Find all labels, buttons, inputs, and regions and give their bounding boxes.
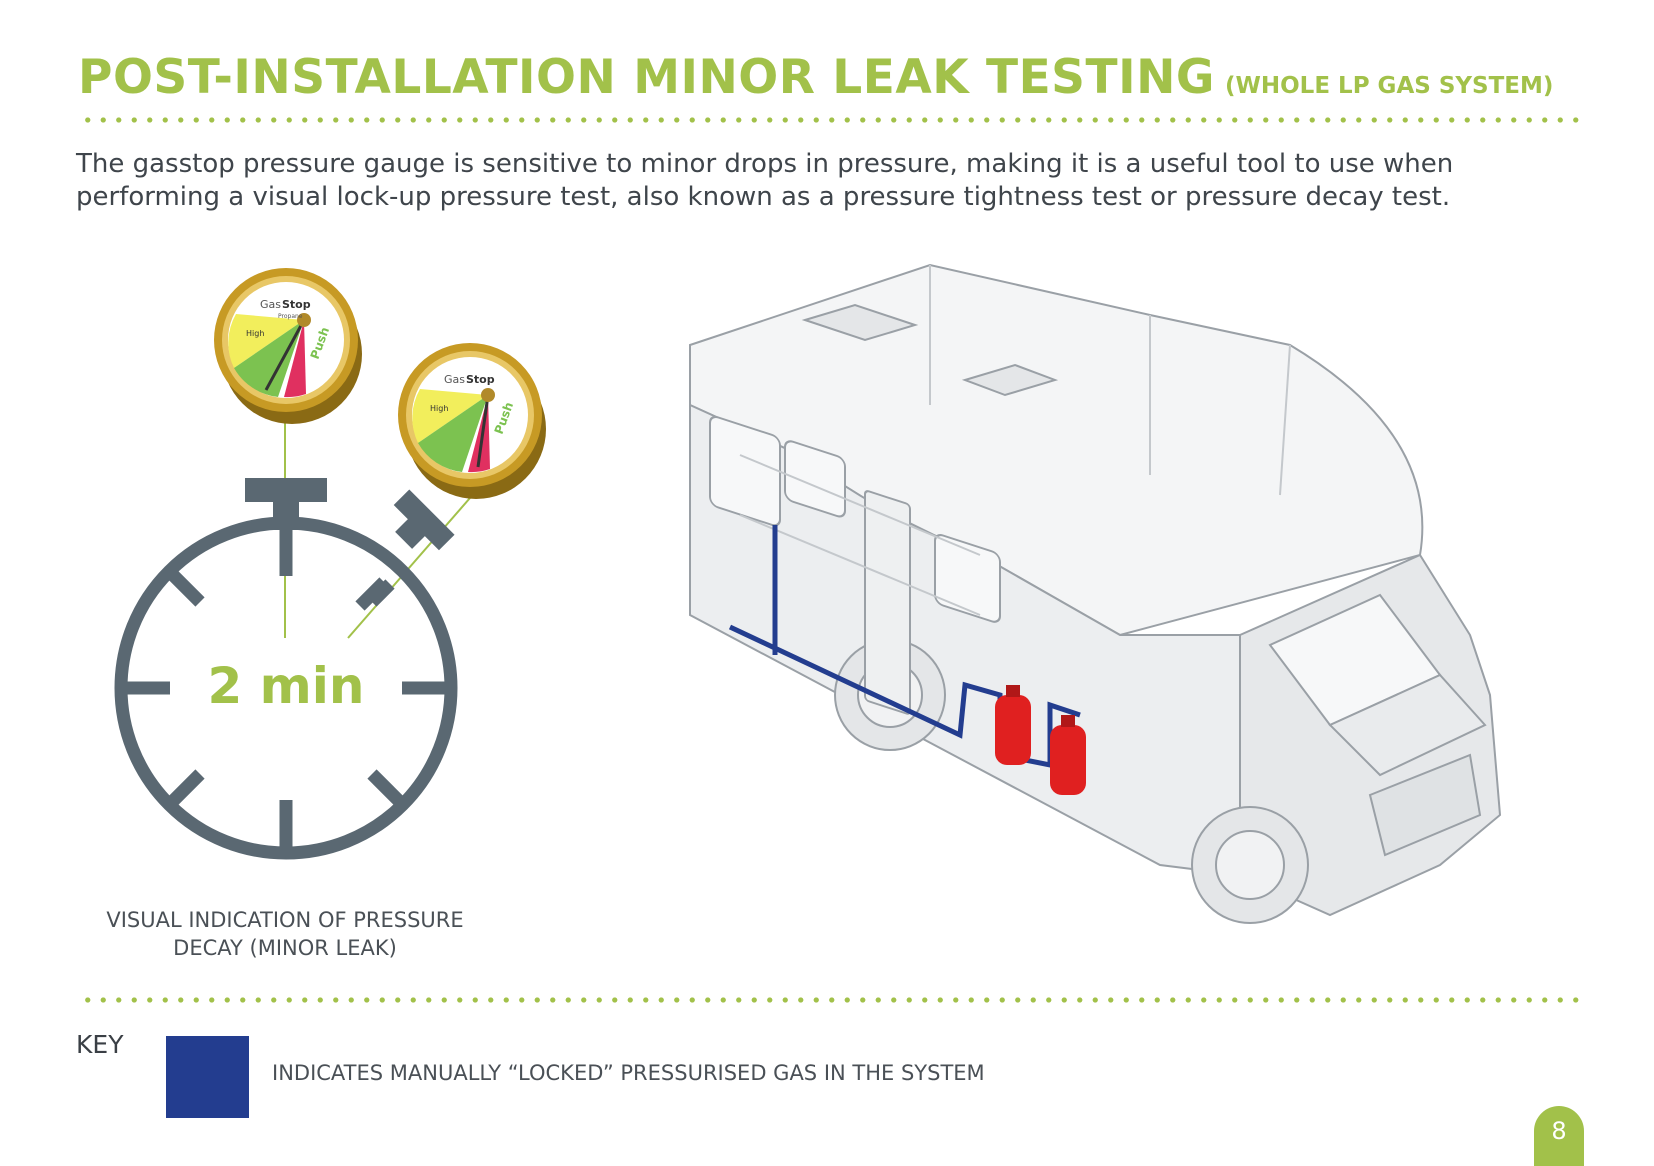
intro-paragraph: The gasstop pressure gauge is sensitive … — [76, 148, 1596, 214]
grille — [1368, 753, 1482, 857]
caption-line-1: VISUAL INDICATION OF PRESSURE — [106, 908, 464, 932]
gauge-high: High — [246, 329, 264, 338]
gauge-fuel: Propane — [278, 313, 303, 320]
gauge2-brand-bold: Stop — [466, 373, 495, 386]
stopwatch-side-button — [393, 489, 455, 551]
page-number: 8 — [1534, 1106, 1584, 1166]
stopwatch-dial — [114, 516, 458, 860]
bottom-divider — [80, 997, 1580, 1003]
key-swatch — [166, 1036, 249, 1118]
stopwatch-illustration: 2 min Gas Stop Propane High Push Gas Sto… — [114, 268, 546, 860]
intro-line-2: performing a visual lock-up pressure tes… — [76, 182, 1451, 212]
caption-line-2: DECAY (MINOR LEAK) — [173, 936, 397, 960]
timer-label: 2 min — [207, 657, 364, 715]
gas-cylinder-2 — [1050, 715, 1086, 795]
gauge2-high: High — [430, 404, 448, 413]
page-heading: POST-INSTALLATION MINOR LEAK TESTING (WHO… — [78, 50, 1578, 105]
side-window-2 — [784, 440, 846, 518]
key-label: KEY — [76, 1030, 124, 1059]
side-window-3 — [934, 533, 1001, 623]
stopwatch-crown — [245, 478, 327, 530]
roof-hatch-2 — [961, 363, 1059, 397]
page-subtitle: (WHOLE LP GAS SYSTEM) — [1224, 73, 1554, 99]
roof-hatch-1 — [801, 303, 919, 342]
illustration-caption: VISUAL INDICATION OF PRESSURE DECAY (MIN… — [80, 906, 490, 962]
page-title: POST-INSTALLATION MINOR LEAK TESTING — [78, 50, 1215, 105]
key-description: INDICATES MANUALLY “LOCKED” PRESSURISED … — [272, 1061, 985, 1085]
top-divider — [80, 117, 1580, 123]
gauge2-brand-light: Gas — [444, 373, 465, 386]
gauge-brand-bold: Stop — [282, 298, 311, 311]
stopwatch-tick-marker — [355, 577, 389, 611]
gas-cylinder-1 — [995, 685, 1031, 765]
habitation-door — [864, 490, 911, 715]
gauge-brand-light: Gas — [260, 298, 281, 311]
bonnet — [1328, 673, 1487, 777]
pointer-line-end — [347, 474, 491, 639]
gauge-decayed-pressure: Gas Stop High Push — [398, 343, 546, 499]
gauge-full-pressure: Gas Stop Propane High Push — [214, 268, 362, 424]
motorhome-illustration — [689, 263, 1502, 924]
intro-line-1: The gasstop pressure gauge is sensitive … — [76, 149, 1454, 179]
